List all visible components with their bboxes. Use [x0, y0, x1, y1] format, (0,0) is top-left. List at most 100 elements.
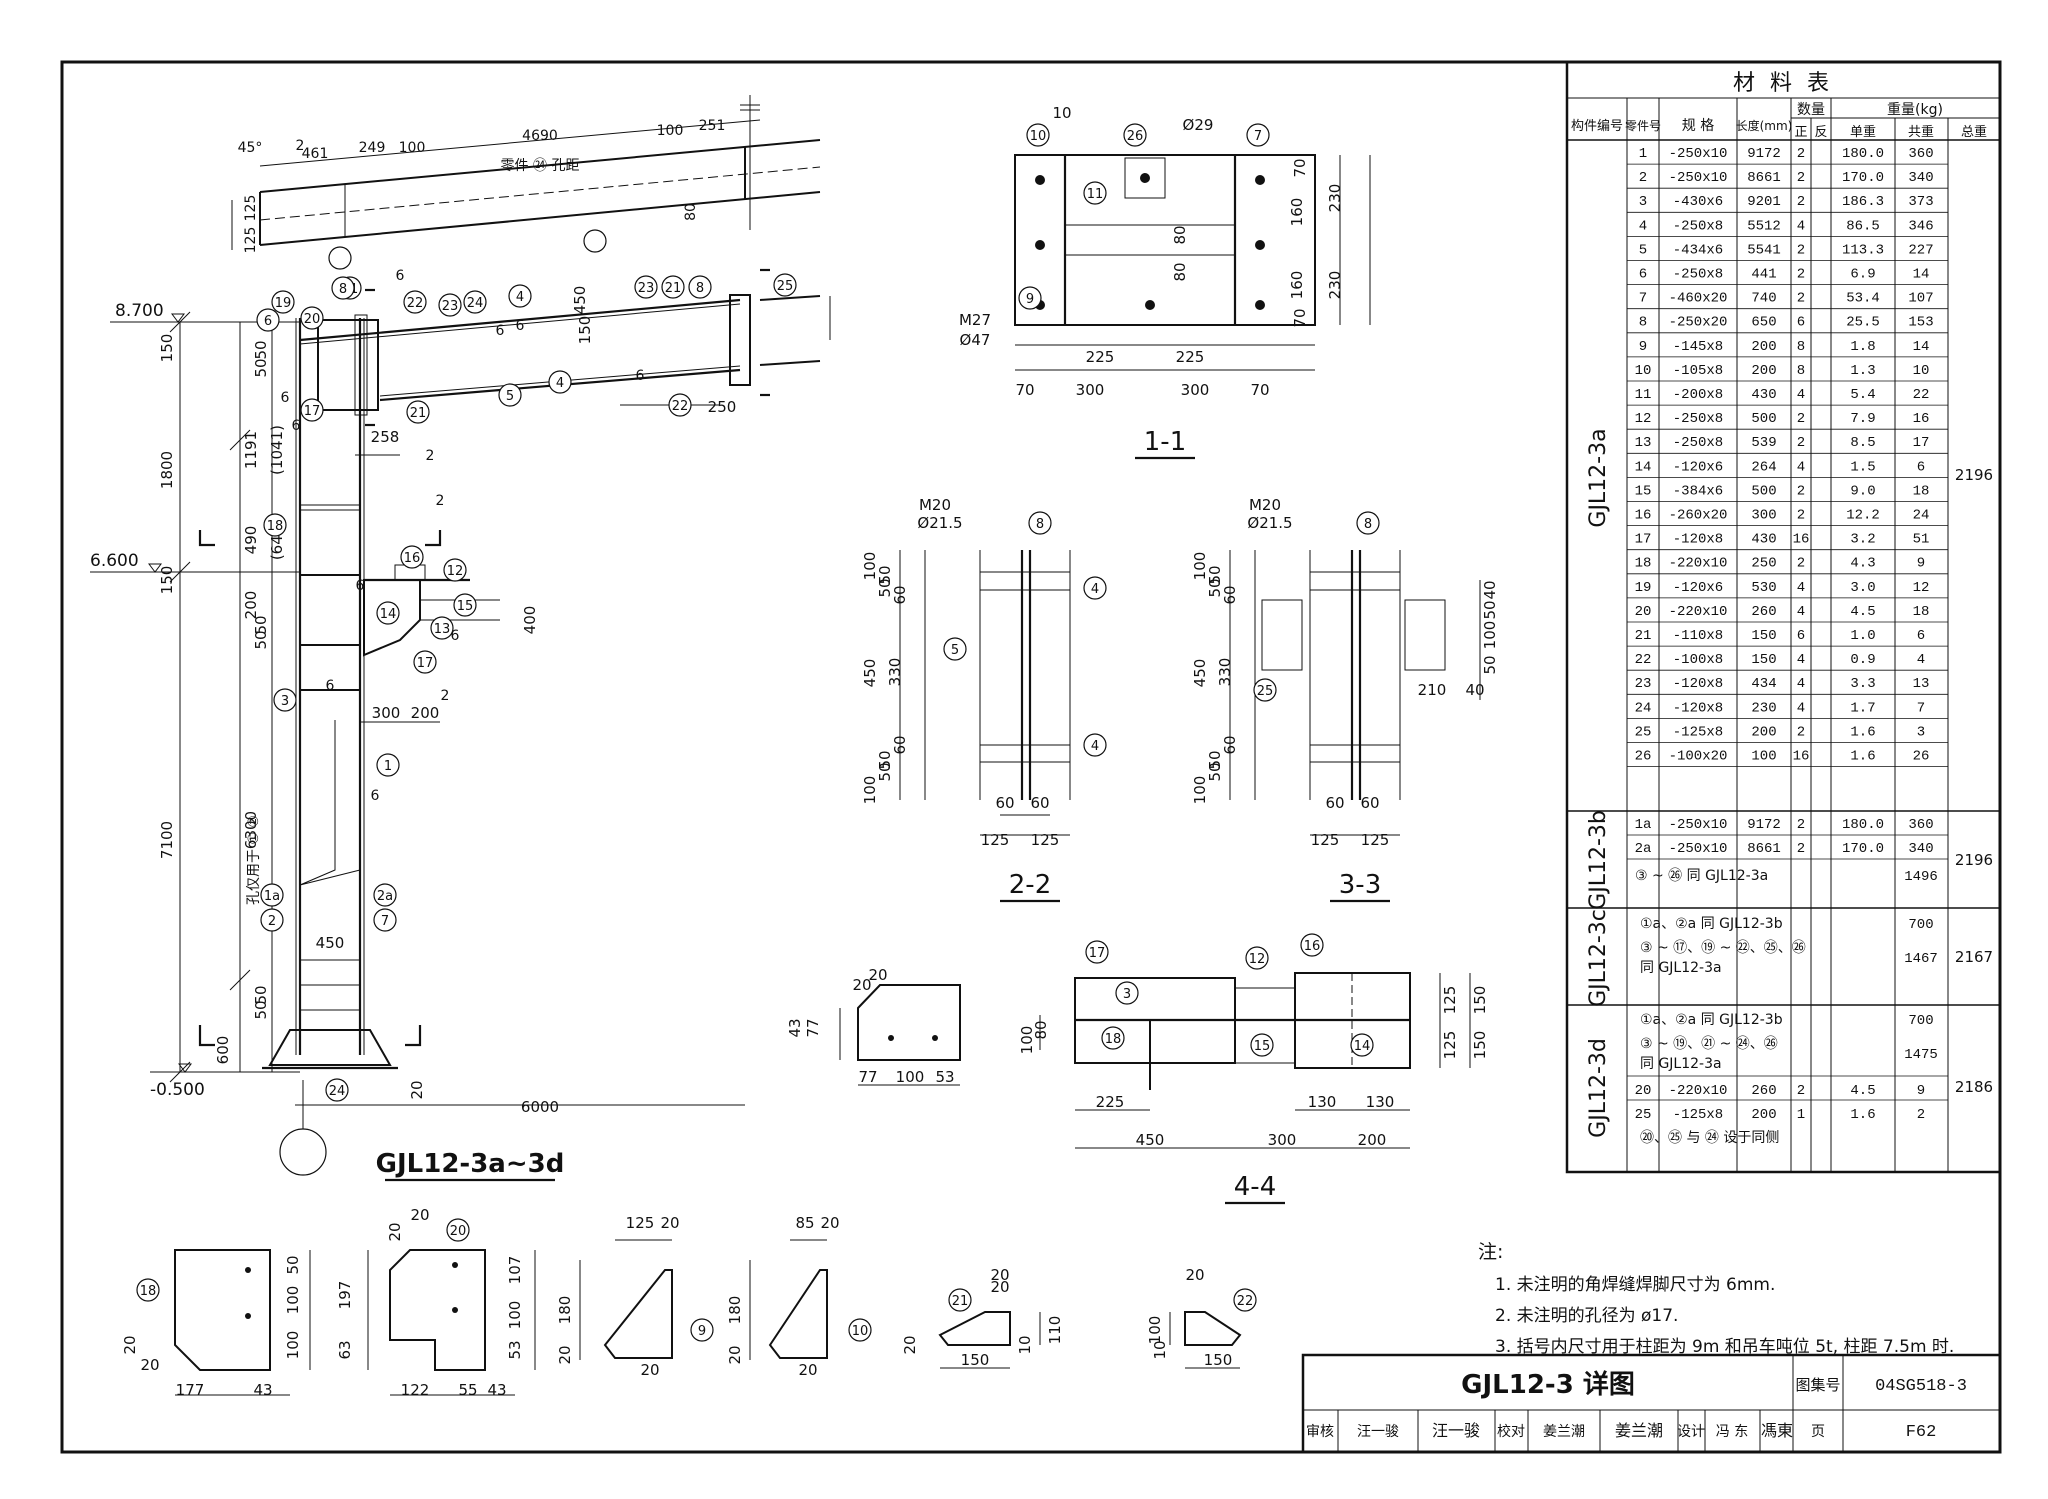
- weld-symbol-text: 6: [292, 418, 301, 434]
- dimension-text: 100: [861, 776, 879, 805]
- part-callout-circle: [948, 1288, 972, 1312]
- table-cell: 53.4: [1846, 291, 1880, 307]
- table-cell: 9172: [1747, 146, 1781, 162]
- dimension-text: 零件 ㉔ 孔距: [501, 158, 580, 174]
- dimension-text: 60: [1325, 794, 1344, 812]
- table-cell: -145x8: [1673, 339, 1723, 355]
- dimension-text: 43: [253, 1381, 272, 1399]
- part-callout-circle: [256, 308, 280, 332]
- dimension-text: 20: [1185, 1266, 1204, 1284]
- table-cell: -100x8: [1673, 652, 1723, 668]
- table-cell: 7.9: [1850, 411, 1875, 427]
- part-number: 8: [1036, 517, 1044, 532]
- dimension-text: 45°: [238, 140, 263, 156]
- dimension-text: 43: [487, 1381, 506, 1399]
- part-number: 14: [1354, 1039, 1371, 1054]
- group-total-weight: 2186: [1955, 1078, 1993, 1096]
- dimension-text: 160: [1288, 271, 1306, 300]
- dimension-text: 50: [876, 578, 894, 597]
- table-cell: 14: [1913, 267, 1930, 283]
- table-cell: 5512: [1747, 218, 1781, 234]
- section-title: 2-2: [1009, 870, 1051, 900]
- table-cell: -260x20: [1669, 508, 1728, 524]
- table-cell: 1467: [1904, 951, 1938, 967]
- table-cell: 100: [1751, 749, 1776, 765]
- table-cell: 1.0: [1850, 628, 1875, 644]
- dimension-text: 100: [284, 1286, 302, 1315]
- table-header: 构件编号: [1571, 119, 1623, 134]
- part-callout-circle: [260, 908, 284, 932]
- table-cell: -384x6: [1673, 483, 1723, 499]
- dimension-text: 20: [556, 1345, 574, 1364]
- table-cell: 13: [1635, 435, 1652, 451]
- table-cell: -120x8: [1673, 676, 1723, 692]
- table-cell: 1.3: [1850, 363, 1875, 379]
- dimension-text: 200: [411, 704, 440, 722]
- note-line: 3. 括号内尺寸用于柱距为 9m 和吊车吨位 5t, 柱距 7.5m 时.: [1495, 1337, 1954, 1357]
- dimension-text: 125: [1441, 986, 1459, 1015]
- part-number: 17: [417, 656, 434, 671]
- dimension-text: 100: [1191, 552, 1209, 581]
- table-cell: 1.6: [1850, 749, 1875, 765]
- table-cell: 1: [1639, 146, 1647, 162]
- table-header: 数量: [1797, 102, 1825, 118]
- table-cell: 200: [1751, 363, 1776, 379]
- table-cell: 4: [1797, 604, 1805, 620]
- table-cell: 8: [1797, 339, 1805, 355]
- notes-title: 注:: [1478, 1241, 1503, 1263]
- dimension-text: 225: [1086, 348, 1115, 366]
- part-callout-circle: [325, 1078, 349, 1102]
- table-cell: 86.5: [1846, 218, 1880, 234]
- part-number: 25: [777, 279, 794, 294]
- table-header: 规 格: [1682, 118, 1714, 134]
- table-cell: 3.0: [1850, 580, 1875, 596]
- dimension-text: 4690: [522, 128, 558, 144]
- table-cell: 17: [1635, 532, 1652, 548]
- table-cell: 200: [1751, 339, 1776, 355]
- part-callout-circle: [463, 290, 487, 314]
- table-cell: 340: [1908, 841, 1933, 857]
- table-cell: -250x8: [1673, 267, 1723, 283]
- dimension-text: 50: [252, 340, 270, 359]
- part-number: 4: [516, 290, 524, 305]
- part-number: 9: [698, 1324, 706, 1339]
- table-cell: -220x10: [1669, 556, 1728, 572]
- table-cell: ③ ~ ㉖ 同 GJL12-3a: [1635, 868, 1768, 884]
- part-callout-circle: [300, 306, 324, 330]
- part-number: 20: [304, 312, 321, 327]
- part-callout-circle: [376, 753, 400, 777]
- table-cell: 8: [1639, 315, 1647, 331]
- dimension-text: 50: [252, 630, 270, 649]
- part-callout-circle: [271, 290, 295, 314]
- dimension-text: 60: [1360, 794, 1379, 812]
- dimension-text: 50: [252, 985, 270, 1004]
- part-callout-circle: [661, 275, 685, 299]
- part-callout-circle: [1246, 123, 1270, 147]
- table-cell: 22: [1635, 652, 1652, 668]
- table-cell: 4: [1797, 580, 1805, 596]
- table-cell: 2: [1797, 291, 1805, 307]
- table-cell: 3: [1917, 724, 1925, 740]
- table-header: 总重: [1961, 124, 1987, 140]
- part-number: 6: [264, 314, 272, 329]
- part-number: 14: [380, 607, 397, 622]
- dimension-text: 180: [556, 1296, 574, 1325]
- table-cell: -460x20: [1669, 291, 1728, 307]
- dimension-text: 20: [901, 1335, 919, 1354]
- dimension-text: 70: [1291, 158, 1309, 177]
- table-cell: 3.2: [1850, 532, 1875, 548]
- dimension-text: 6000: [521, 1098, 559, 1116]
- dimension-text: 77: [804, 1018, 822, 1037]
- dimension-text: 70: [1291, 308, 1309, 327]
- dimension-text: 125: [243, 195, 259, 222]
- dimension-text: 50: [1206, 565, 1224, 584]
- table-cell: 19: [1635, 580, 1652, 596]
- part-number: 3: [1123, 987, 1131, 1002]
- part-number: 22: [1237, 1294, 1254, 1309]
- table-cell: 3.3: [1850, 676, 1875, 692]
- table-cell: 5: [1639, 242, 1647, 258]
- table-cell: 18: [1913, 604, 1930, 620]
- table-cell: 2: [1797, 242, 1805, 258]
- dimension-text: 230: [1326, 271, 1344, 300]
- part-number: 15: [457, 599, 474, 614]
